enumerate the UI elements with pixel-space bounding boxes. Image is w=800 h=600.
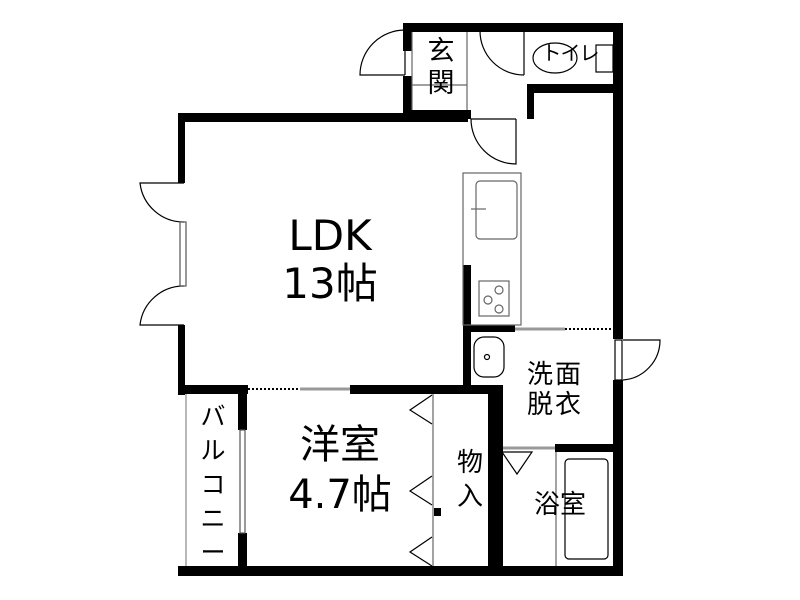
room-label-balcony: バ ル コ ニ ー [200,402,226,567]
wall [495,385,503,575]
window [179,221,187,287]
room-label-ldk: LDK 13帖 [282,211,378,308]
room-label-toilet: トイレ [541,41,600,65]
wall [403,76,412,118]
wall [613,23,623,339]
closet-door [408,394,433,425]
door-swing [359,29,406,76]
room-label-entrance: 玄 関 [427,36,455,99]
wall [238,385,247,430]
bath-door [500,451,534,476]
kitchen-counter [462,172,522,326]
wall [463,325,515,332]
room-label-storage: 物 入 [456,448,483,512]
door-swing [470,118,517,165]
closet-door [408,475,433,506]
door-swing [139,182,185,223]
wall [238,533,247,573]
room-label-washroom: 洗面 脱衣 [526,360,583,420]
wall [613,380,623,576]
wall [403,23,412,51]
kitchen-sink [475,180,518,240]
door-swing [479,30,525,76]
door-swing [622,339,661,381]
wall [527,84,623,93]
wash-basin [473,336,505,378]
wall [178,113,185,183]
wall [403,23,623,32]
wall [178,113,468,122]
wall [488,385,497,575]
wall [178,566,623,576]
toilet-tank [595,44,614,73]
bathtub [564,458,609,560]
stove [478,280,510,317]
room-label-bathroom: 浴室 [533,490,586,520]
wall [178,385,248,394]
wall [555,444,623,452]
room-label-western-room: 洋室 4.7帖 [288,422,392,518]
wall [178,325,185,395]
door-swing [139,285,185,326]
balcony-window [239,429,246,534]
toilet-bowl [532,42,578,74]
wall [403,110,471,119]
closet-door [408,536,433,567]
wall [350,385,495,394]
wall [434,508,441,516]
wall [527,84,534,119]
